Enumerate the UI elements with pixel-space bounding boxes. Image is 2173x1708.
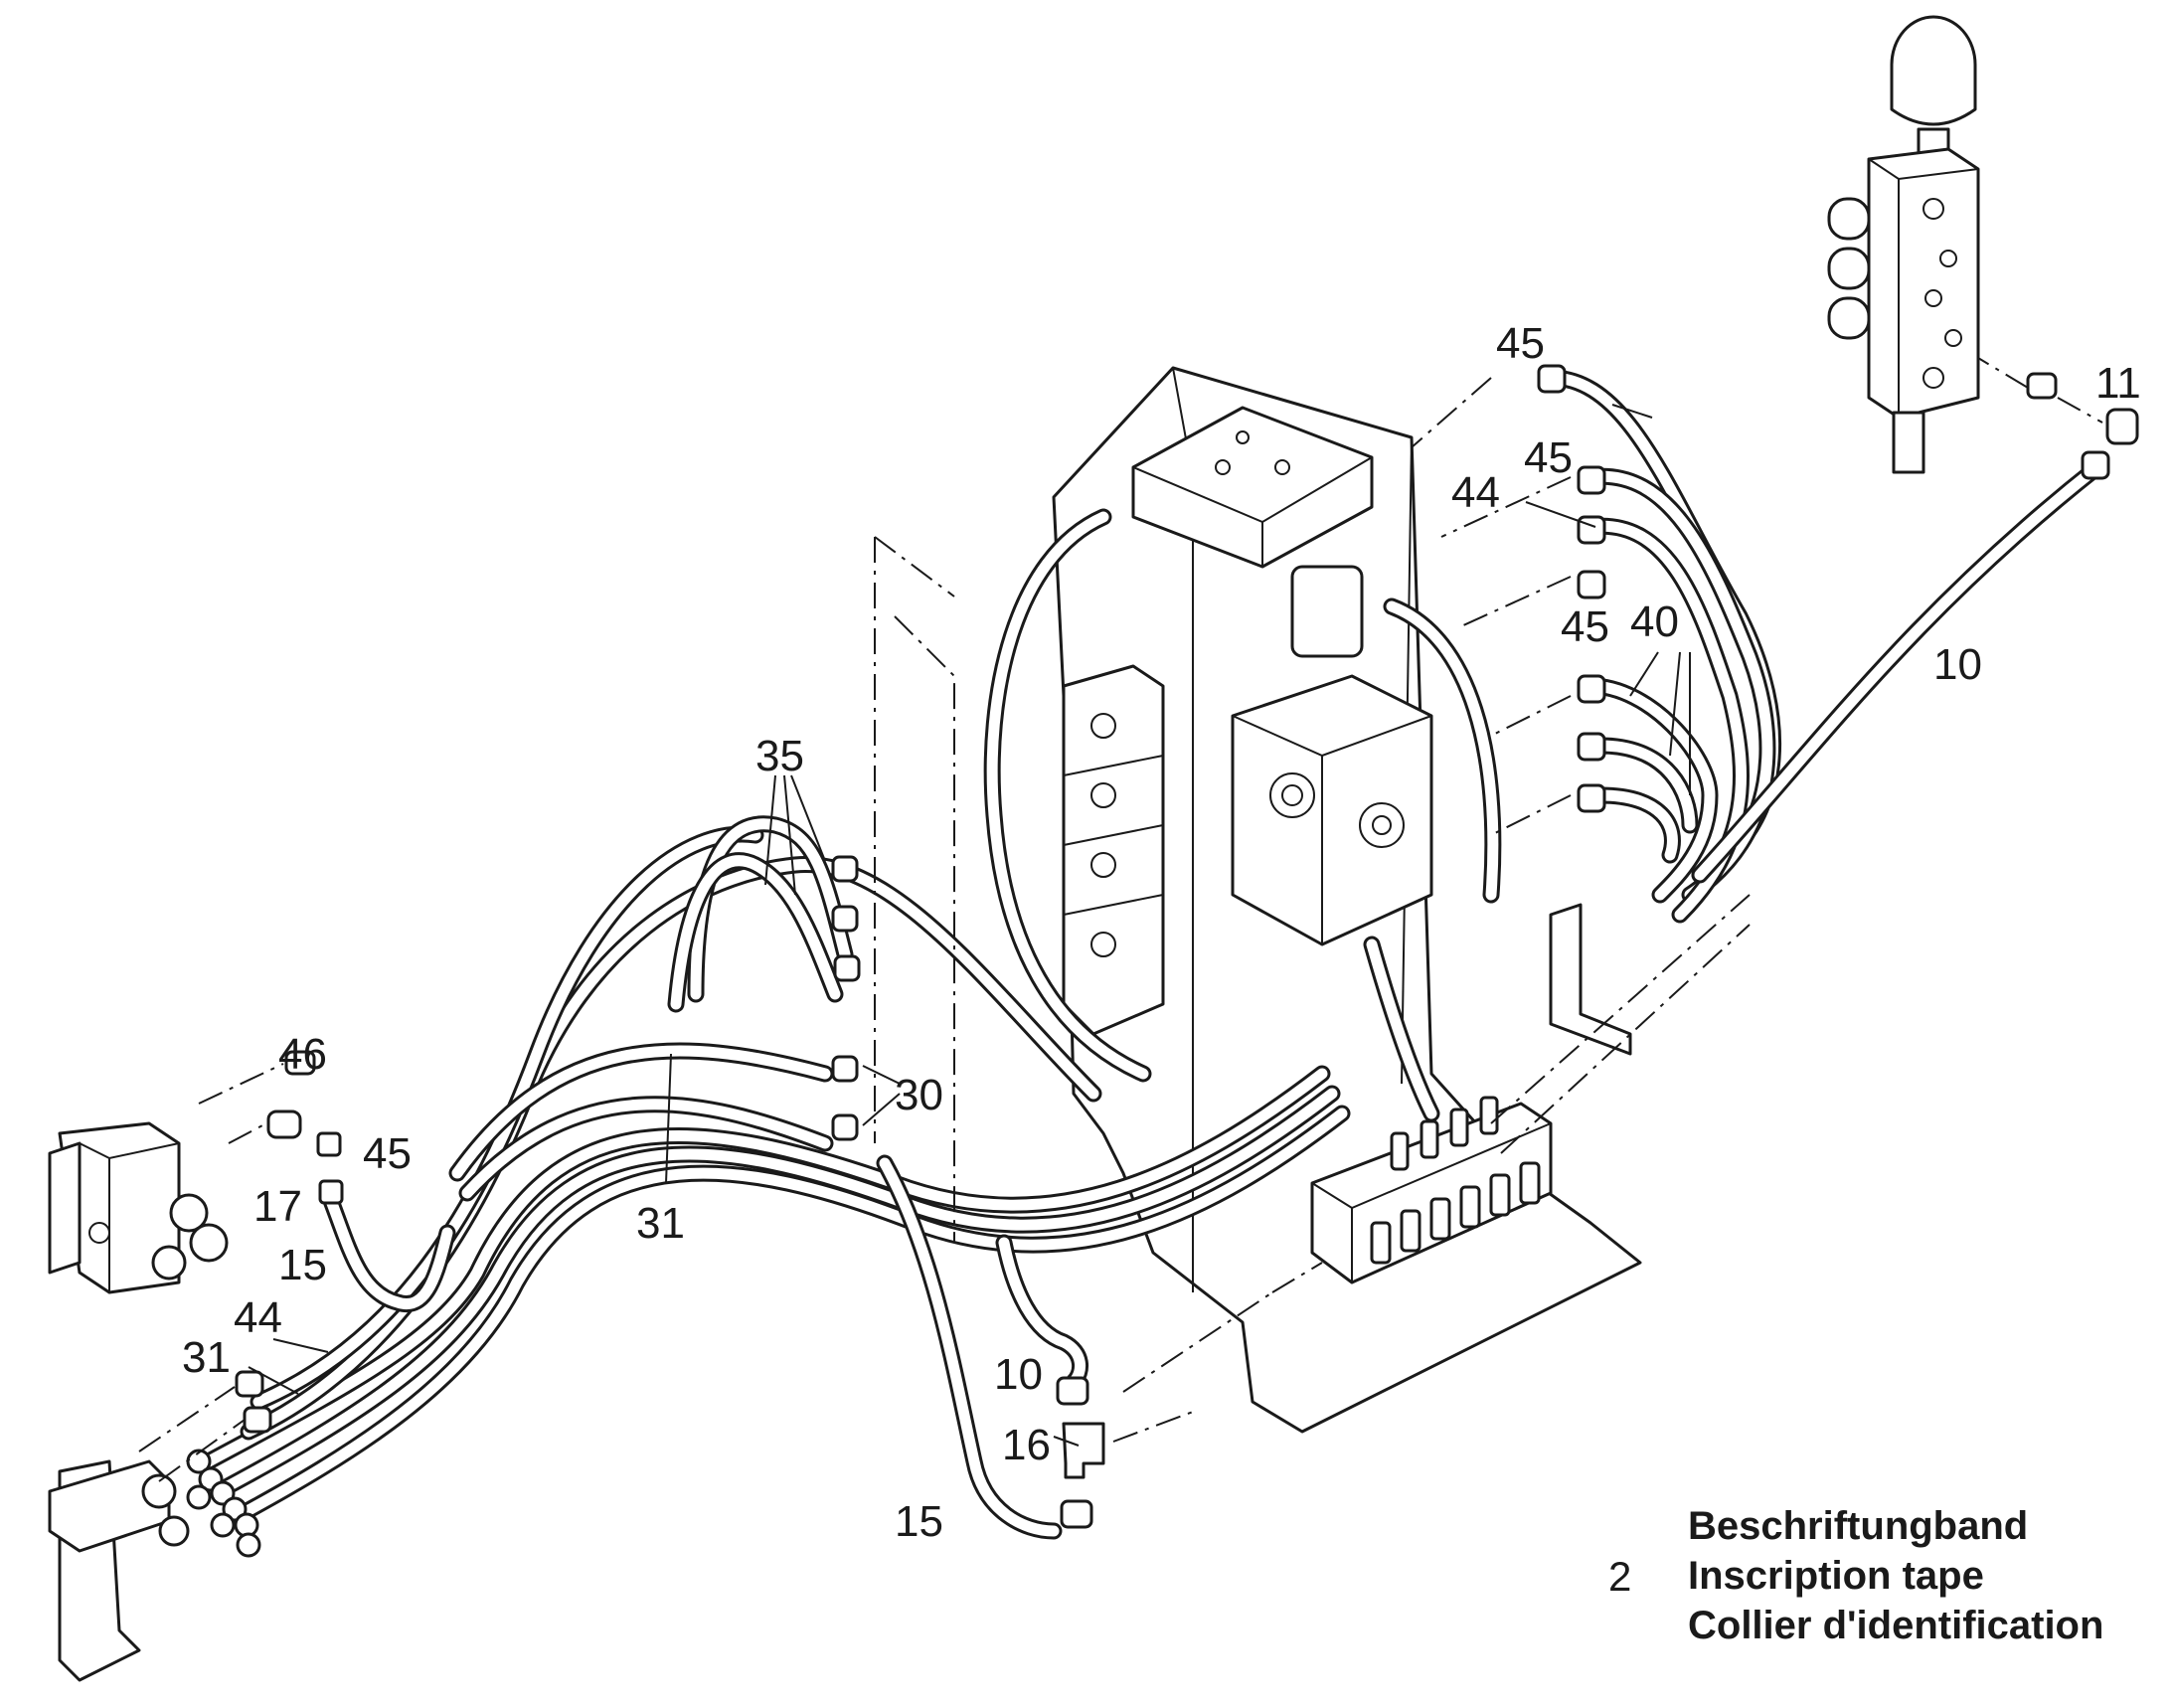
legend-line-german: Beschriftungband	[1688, 1504, 2028, 1548]
callout-30: 30	[895, 1071, 943, 1119]
callout-15-bottom: 15	[895, 1497, 943, 1546]
solenoid-valve-block	[48, 1121, 229, 1294]
lower-manifold-fittings	[1370, 1096, 1541, 1265]
part-callouts: 45 11 45 44 45 40 10 35 46 30 45 17 31 1…	[182, 319, 2141, 1546]
callout-44-right: 44	[1451, 468, 1500, 517]
callout-10-right: 10	[1933, 640, 1982, 689]
callout-45-c: 45	[1561, 602, 1609, 651]
assembly-dash-lines	[138, 357, 2103, 1482]
callout-44-left: 44	[234, 1293, 282, 1342]
main-frame-assembly	[983, 366, 1642, 1434]
callout-15-left: 15	[278, 1241, 327, 1289]
callout-45-b: 45	[1524, 433, 1573, 482]
inscription-legend: 2 Beschriftungband Inscription tape Coll…	[1608, 1504, 2103, 1647]
right-hose-runs	[1542, 369, 2106, 924]
callout-40: 40	[1630, 598, 1679, 646]
callout-46: 46	[278, 1030, 327, 1079]
fittings	[186, 364, 2139, 1558]
callout-31-left: 31	[182, 1333, 231, 1382]
callout-11: 11	[2095, 359, 2141, 408]
legend-line-french: Collier d'identification	[1688, 1604, 2103, 1647]
callout-35: 35	[755, 732, 804, 780]
leader-lines	[248, 404, 1691, 1447]
bottom-left-bracket	[48, 1459, 190, 1682]
callout-45-top: 45	[1496, 319, 1545, 368]
callout-45-left: 45	[363, 1129, 412, 1178]
callout-16: 16	[1002, 1421, 1051, 1469]
legend-line-english: Inscription tape	[1688, 1554, 1984, 1598]
callout-10-bottom: 10	[994, 1350, 1043, 1399]
callout-17: 17	[253, 1182, 302, 1231]
hose-bundle	[200, 815, 1351, 1540]
legend-item-number: 2	[1608, 1553, 1631, 1600]
accumulator-valve-block	[1827, 15, 1980, 474]
callout-31-middle: 31	[636, 1199, 685, 1248]
